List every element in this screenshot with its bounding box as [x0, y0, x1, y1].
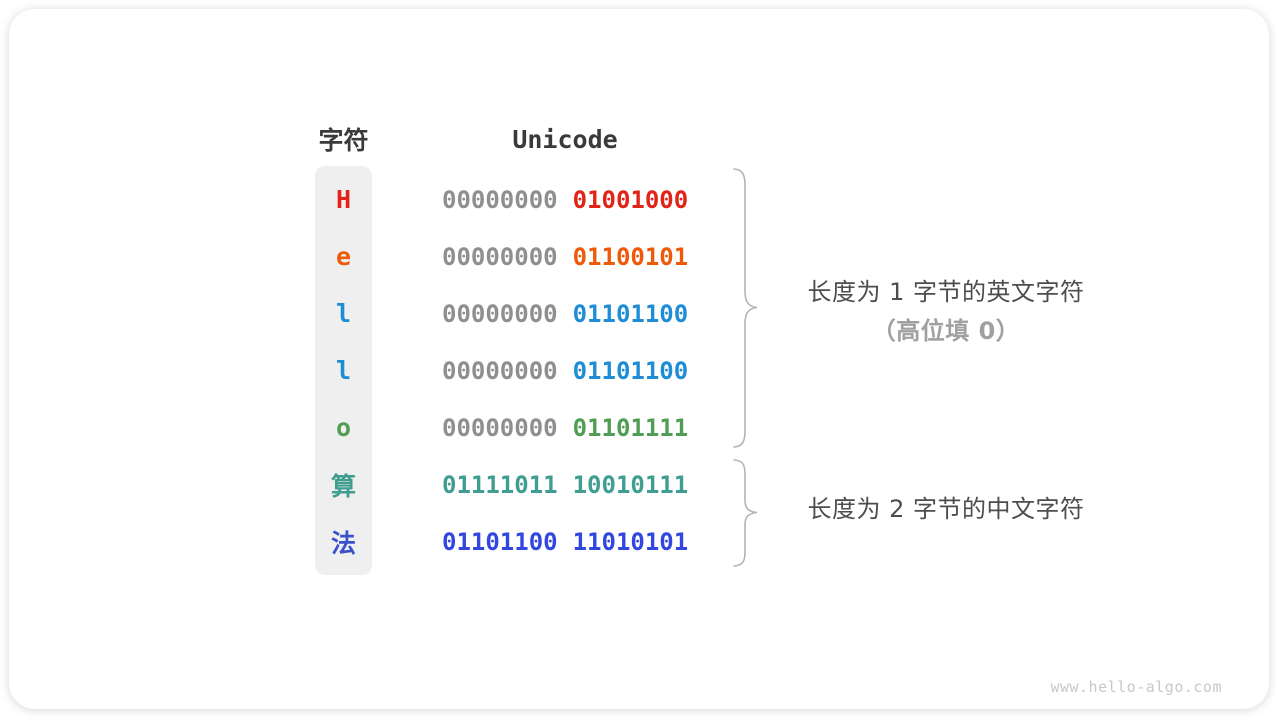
row-bits: 00000000 01100101	[442, 228, 688, 285]
high-byte: 00000000	[442, 185, 558, 214]
row-bits: 00000000 01101100	[442, 342, 688, 399]
annotation-english-line2: （高位填 0）	[871, 317, 1021, 345]
low-byte: 01001000	[572, 185, 689, 214]
row-bits: 00000000 01001000	[442, 171, 688, 228]
brace-chinese-icon	[730, 458, 760, 568]
table-row: o 00000000 01101111	[9, 399, 1280, 456]
high-byte: 00000000	[442, 413, 558, 442]
annotation-chinese: 长度为 2 字节的中文字符	[781, 490, 1111, 529]
low-byte: 01101100	[572, 356, 689, 385]
watermark: www.hello-algo.com	[1050, 678, 1222, 696]
annotation-english: 长度为 1 字节的英文字符 （高位填 0）	[781, 273, 1111, 351]
row-char: 算	[330, 471, 356, 501]
row-char: 法	[330, 528, 356, 558]
row-char: l	[335, 299, 352, 328]
low-byte: 01101100	[572, 299, 689, 328]
char-column-background	[315, 166, 372, 575]
row-bits: 00000000 01101111	[442, 399, 688, 456]
row-bits: 01101100 11010101	[442, 513, 688, 570]
table-row: 法 01101100 11010101	[9, 513, 1280, 570]
table-row: H 00000000 01001000	[9, 171, 1280, 228]
figure-card: 字符 Unicode H 00000000 01001000 e 00000000…	[9, 9, 1269, 709]
low-byte: 01100101	[572, 242, 689, 271]
high-byte: 00000000	[442, 299, 558, 328]
low-byte: 10010111	[572, 470, 689, 499]
annotation-english-line1: 长度为 1 字节的英文字符	[807, 278, 1085, 306]
row-bits: 01111011 10010111	[442, 456, 688, 513]
table-row: l 00000000 01101100	[9, 285, 1280, 342]
annotation-chinese-line1: 长度为 2 字节的中文字符	[807, 495, 1085, 523]
high-byte: 01101100	[442, 527, 558, 556]
row-char: H	[335, 185, 352, 214]
high-byte: 00000000	[442, 356, 558, 385]
row-bits: 00000000 01101100	[442, 285, 688, 342]
column-header-char: 字符	[318, 126, 369, 155]
row-char: e	[335, 242, 352, 271]
brace-english-icon	[730, 167, 760, 449]
low-byte: 11010101	[572, 527, 689, 556]
row-char: l	[335, 356, 352, 385]
table-row: e 00000000 01100101	[9, 228, 1280, 285]
high-byte: 00000000	[442, 242, 558, 271]
high-byte: 01111011	[442, 470, 558, 499]
row-char: o	[335, 413, 352, 442]
column-header-unicode: Unicode	[512, 124, 618, 154]
table-row: 算 01111011 10010111	[9, 456, 1280, 513]
table-row: l 00000000 01101100	[9, 342, 1280, 399]
low-byte: 01101111	[572, 413, 689, 442]
